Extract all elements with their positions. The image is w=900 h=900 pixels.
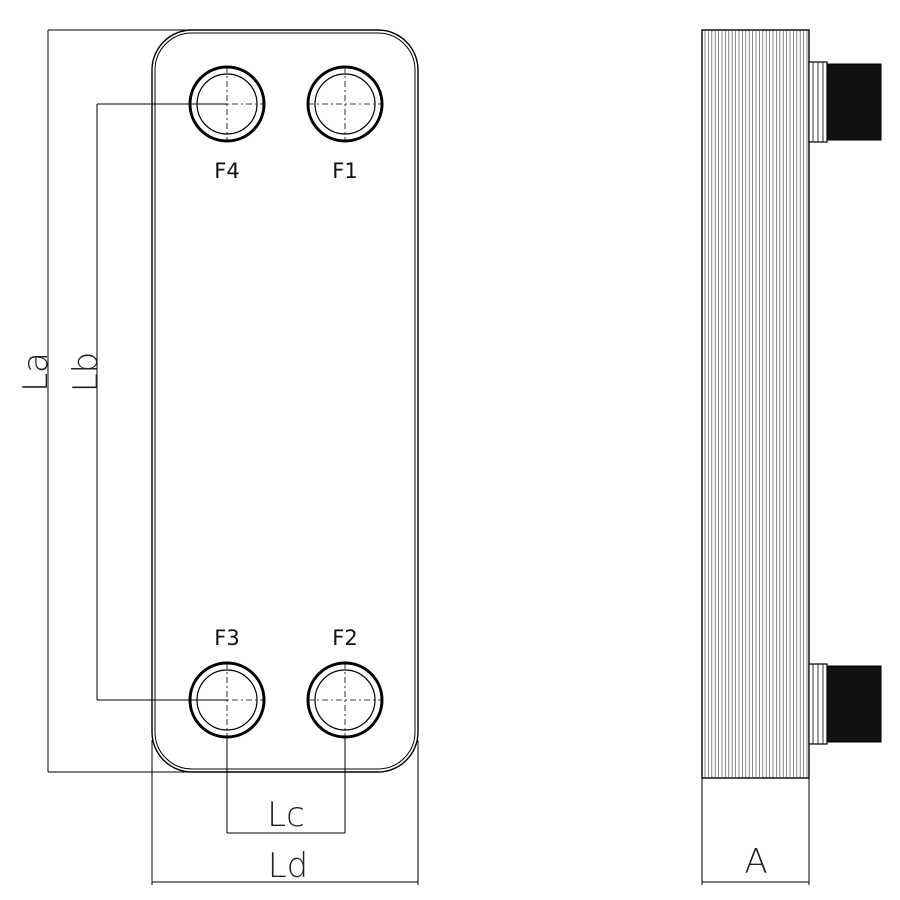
- port-label-f3: F3: [214, 626, 239, 650]
- port-label-f4: F4: [214, 159, 239, 183]
- dimension-ld: [151, 740, 419, 885]
- plate-stack-lines: [704, 31, 808, 777]
- dimension-label-lc: Lc: [267, 795, 305, 835]
- dimension-lc: [226, 737, 346, 834]
- dimension-label-a: A: [744, 842, 767, 882]
- dimension-a: [701, 778, 810, 885]
- plate-inner-outline: [154, 32, 416, 770]
- plate-outline: [151, 29, 419, 773]
- port-label-f2: F2: [332, 626, 357, 650]
- top-connector: [808, 61, 882, 143]
- dimension-label-lb: Lb: [66, 352, 106, 393]
- bottom-connector: [808, 663, 882, 745]
- port-f2: [306, 661, 384, 739]
- port-f1: [306, 65, 384, 143]
- side-view: A: [701, 29, 882, 885]
- dimension-lb: [96, 103, 227, 701]
- dimension-la: [47, 29, 192, 773]
- plate-stack: [701, 29, 810, 779]
- dimension-label-ld: Ld: [268, 846, 309, 886]
- dimension-label-la: La: [16, 352, 56, 392]
- port-label-f1: F1: [332, 159, 357, 183]
- front-view: F4 F1 F3 F2 La Lb Lc Ld: [16, 29, 419, 886]
